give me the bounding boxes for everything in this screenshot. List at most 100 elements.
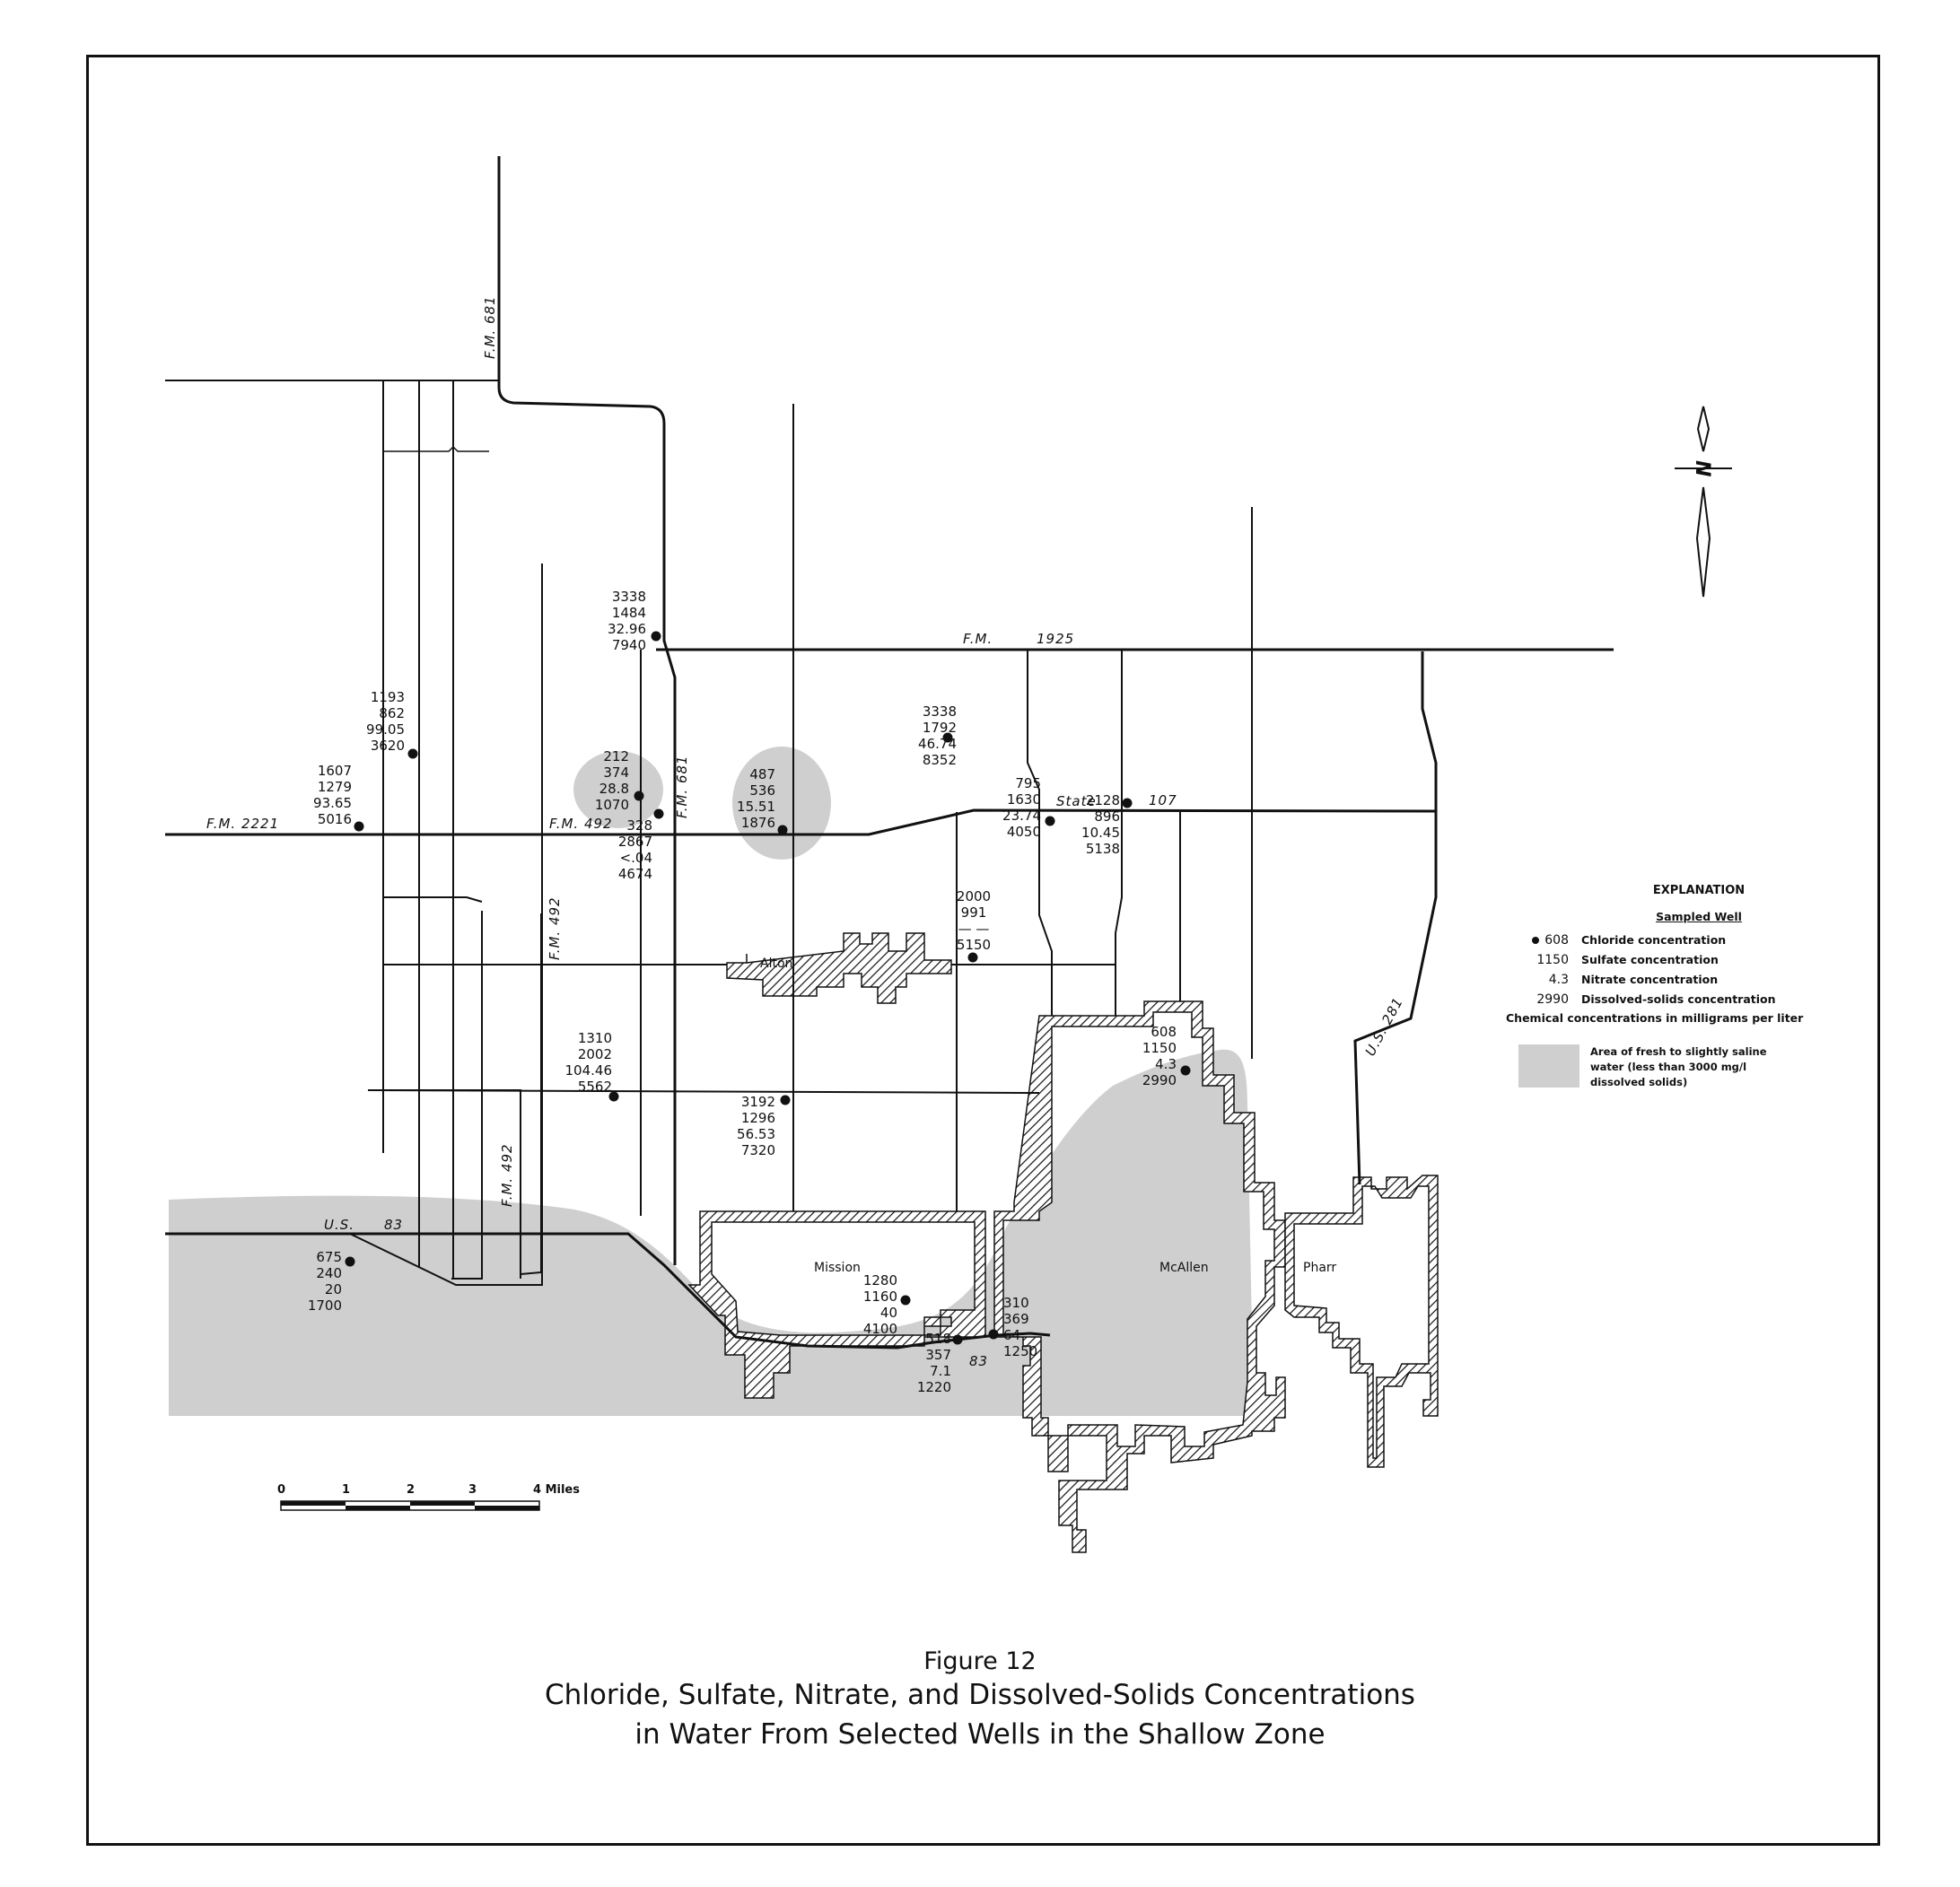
well-dissolved-solids-value: 7320	[741, 1142, 775, 1158]
pharr-city-limit	[1284, 1175, 1439, 1468]
well-dissolved-solids-value: 1220	[917, 1379, 951, 1395]
legend-subtitle: Sampled Well	[1656, 910, 1742, 923]
east-west-road-3	[367, 1089, 1040, 1094]
well-nitrate-value: 4.3	[1155, 1056, 1177, 1072]
well-chloride-value: 1280	[863, 1272, 897, 1289]
well-sulfate-value: 357	[925, 1347, 951, 1363]
well-dot-icon	[651, 631, 661, 642]
well-dot-icon	[608, 1091, 619, 1102]
well-dissolved-solids-value: 5150	[957, 937, 991, 953]
scale-tick-3: 3	[468, 1483, 477, 1497]
well-chloride-value: 212	[603, 748, 629, 764]
well-nitrate-value: 28.8	[599, 781, 629, 797]
us-83-label-c: 83	[969, 1353, 988, 1369]
legend-label: Dissolved-solids concentration	[1581, 992, 1776, 1006]
fm-2221-road	[165, 808, 1437, 836]
well-sulfate-value: 1792	[923, 720, 957, 736]
fm-681-road	[497, 156, 677, 1265]
well-chloride-value: 2000	[957, 888, 991, 904]
fm-492-road	[368, 380, 542, 1280]
alton-city-limit	[726, 932, 952, 1004]
legend-title: EXPLANATION	[1652, 884, 1746, 897]
well-chloride-value: 608	[1151, 1024, 1177, 1040]
city-labels: Alton Mission McAllen Pharr	[760, 957, 1336, 1275]
fm-492-ew-label: F.M. 492	[549, 816, 613, 832]
well-chloride-value: 487	[749, 766, 775, 782]
figure-title-line-1: Chloride, Sulfate, Nitrate, and Dissolve…	[545, 1679, 1415, 1711]
alton-label: Alton	[760, 957, 792, 971]
well-dissolved-solids-value: 5562	[578, 1079, 612, 1095]
well-sulfate-value: 1296	[741, 1110, 775, 1126]
legend-value: 608	[1544, 933, 1569, 948]
well-nitrate-value: 40	[880, 1305, 897, 1321]
well-sulfate-value: 991	[961, 904, 987, 921]
well-chloride-value: 3338	[612, 589, 646, 605]
well-dot-icon	[345, 1256, 355, 1267]
well-sulfate-value: 1279	[318, 779, 352, 795]
fresh-water-swatch	[1518, 1044, 1579, 1088]
well-dissolved-solids-value: 5016	[318, 811, 352, 827]
north-arrow-label: N	[1691, 460, 1713, 476]
well-dot-icon	[653, 808, 664, 819]
mission-label: Mission	[814, 1261, 861, 1275]
well-dot-icon	[354, 821, 364, 832]
well-nitrate-value: 10.45	[1081, 825, 1120, 841]
well-dot-icon	[1180, 1065, 1191, 1076]
well-sulfate-value: 240	[316, 1265, 342, 1281]
well-dissolved-solids-value: 8352	[923, 752, 957, 768]
roads	[165, 156, 1614, 1350]
figure-number: Figure 12	[923, 1647, 1037, 1675]
legend-label: Chloride concentration	[1581, 933, 1727, 947]
map-frame	[86, 55, 1880, 1846]
well-sulfate-value: 862	[379, 705, 405, 721]
legend-note: Chemical concentrations in milligrams pe…	[1506, 1011, 1804, 1025]
well-chloride-value: 1607	[318, 763, 352, 779]
well-dissolved-solids-value: 4050	[1007, 824, 1041, 840]
well-dissolved-solids-value: 7940	[612, 637, 646, 653]
legend-row-chloride: 608 Chloride concentration	[1506, 930, 1829, 950]
well-nitrate-value: 56.53	[737, 1126, 775, 1142]
fm-1925-label-b: 1925	[1037, 631, 1074, 647]
well-dot-icon	[952, 1334, 963, 1345]
pharr-label: Pharr	[1303, 1261, 1336, 1275]
well-sulfate-value: 2867	[618, 834, 652, 850]
well-dot-icon	[1532, 937, 1540, 944]
well-dot-icon	[900, 1295, 911, 1306]
fm-1925-label-a: F.M.	[963, 631, 993, 647]
fresh-water-area-2	[732, 747, 831, 860]
well-sulfate-value: 1630	[1007, 791, 1041, 808]
well-sulfate-value: 1160	[863, 1289, 897, 1305]
well-nitrate-value: — —	[958, 921, 990, 937]
mcallen-label: McAllen	[1159, 1261, 1209, 1275]
legend-row-sulfate: 1150 Sulfate concentration	[1506, 950, 1829, 970]
state-107-label-a: State	[1056, 793, 1097, 809]
legend: EXPLANATION Sampled Well 608 Chloride co…	[1506, 884, 1829, 1090]
well-dissolved-solids-value: 2990	[1142, 1072, 1177, 1088]
scale-tick-2: 2	[407, 1483, 415, 1497]
legend-area-entry: Area of fresh to slightly saline water (…	[1506, 1044, 1829, 1090]
well-dot-icon	[407, 748, 418, 759]
mcallen-city-limit	[993, 1000, 1286, 1553]
fm-492-v1-label: F.M. 492	[547, 896, 563, 960]
well-dot-icon	[1045, 816, 1055, 826]
fm-681-mid-label: F.M. 681	[674, 755, 690, 818]
us-83-road	[165, 1232, 1051, 1350]
well-nitrate-value: 20	[325, 1281, 342, 1297]
legend-row-dissolved-solids: 2990 Dissolved-solids concentration	[1506, 990, 1829, 1009]
well-nitrate-value: 104.46	[565, 1062, 613, 1079]
well-dissolved-solids-value: 4674	[618, 866, 652, 882]
well-dot-icon	[777, 825, 788, 835]
north-south-road-4	[1027, 650, 1053, 1016]
well-dissolved-solids-value: 3620	[371, 738, 405, 754]
well-dissolved-solids-value: 5138	[1086, 841, 1120, 857]
